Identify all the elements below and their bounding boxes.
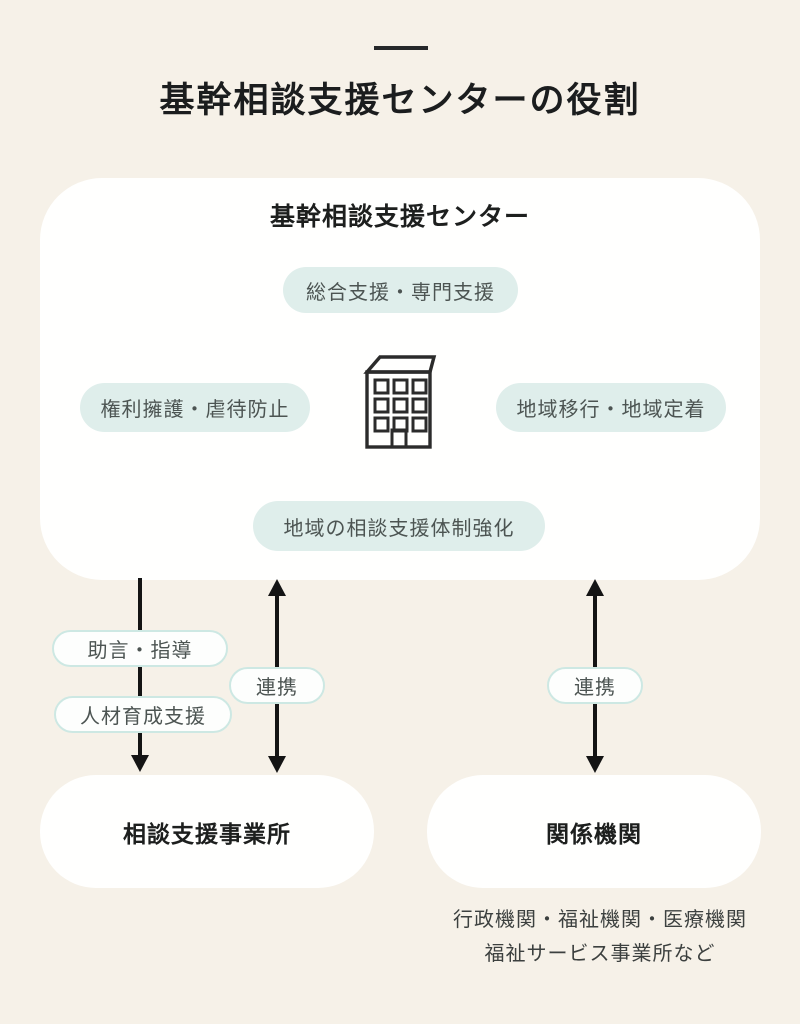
- pill-advice-guidance: 助言・指導: [52, 630, 228, 667]
- pill-cooperation-right: 連携: [547, 667, 643, 704]
- pill-rights-protection: 権利擁護・虐待防止: [80, 383, 310, 432]
- page-title: 基幹相談支援センターの役割: [159, 81, 641, 120]
- title-accent-dash: [374, 46, 428, 50]
- related-organizations-note: 行政機関・福祉機関・医療機関 福祉サービス事業所など: [425, 903, 775, 971]
- box-related-organizations: 関係機関: [427, 775, 761, 888]
- center-card-title: 基幹相談支援センター: [269, 203, 530, 231]
- pill-hr-development-support: 人材育成支援: [54, 696, 232, 733]
- box-consultation-support-office: 相談支援事業所: [40, 775, 374, 888]
- down-arrow-icon: [131, 578, 149, 772]
- pill-support-system-strengthening: 地域の相談支援体制強化: [253, 501, 545, 551]
- pill-comprehensive-support: 総合支援・専門支援: [283, 267, 518, 313]
- pill-community-transition: 地域移行・地域定着: [496, 383, 726, 432]
- box-related-organizations-label: 関係機関: [546, 820, 642, 847]
- note-line-2: 福祉サービス事業所など: [484, 943, 716, 965]
- box-consultation-support-office-label: 相談支援事業所: [123, 820, 291, 847]
- note-line-1: 行政機関・福祉機関・医療機関: [453, 909, 747, 931]
- pill-cooperation-left: 連携: [229, 667, 325, 704]
- building-icon: [363, 355, 437, 449]
